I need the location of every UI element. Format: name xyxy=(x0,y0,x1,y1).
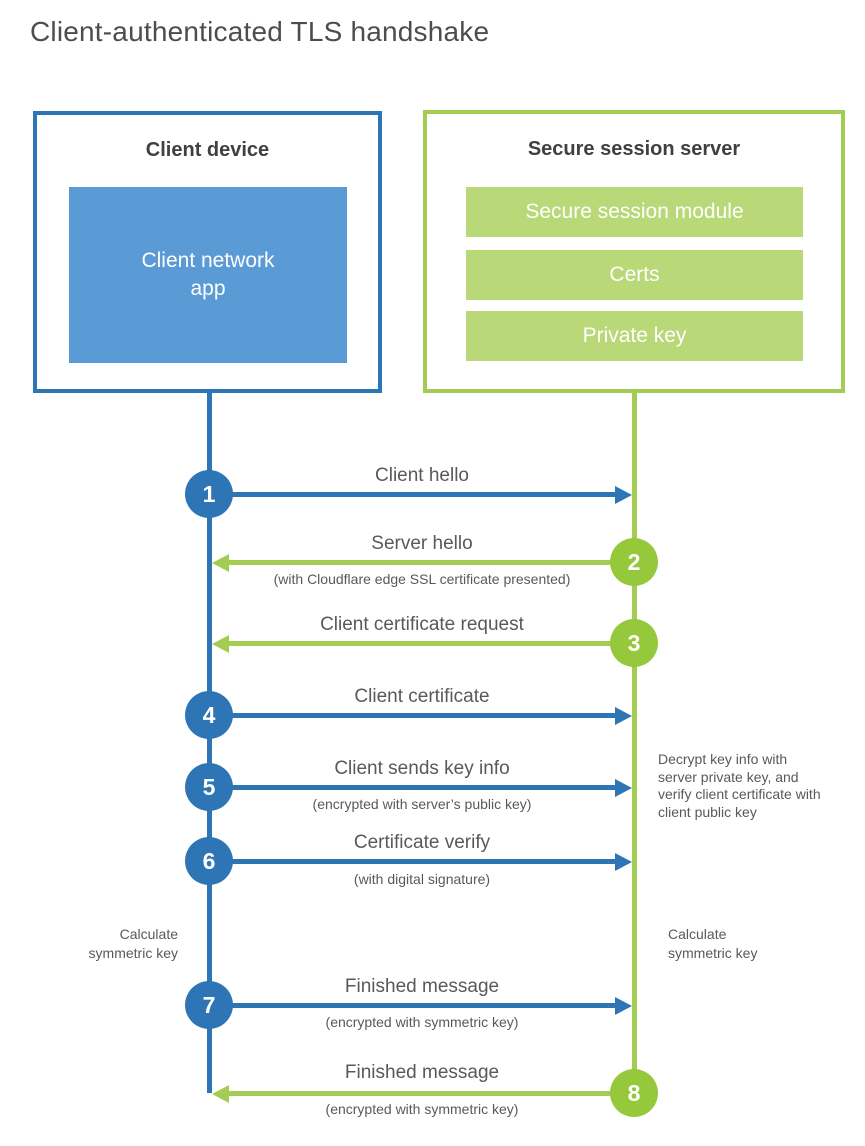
secure-session-server-box: Secure session server Secure session mod… xyxy=(423,110,845,393)
step-2-sublabel: (with Cloudflare edge SSL certificate pr… xyxy=(273,571,571,587)
step-8-label: Finished message xyxy=(344,1062,500,1083)
step-7-sublabel: (encrypted with symmetric key) xyxy=(325,1014,519,1030)
step-2-arrow xyxy=(229,560,634,565)
client-lifeline xyxy=(207,393,212,1093)
server-module-bar-private-key: Private key xyxy=(466,311,803,361)
step-5-arrow xyxy=(209,785,615,790)
step-8-circle: 8 xyxy=(610,1069,658,1117)
step-1-label: Client hello xyxy=(375,465,469,486)
step-1-circle: 1 xyxy=(185,470,233,518)
step-6-sublabel: (with digital signature) xyxy=(353,871,491,887)
step-7-circle: 7 xyxy=(185,981,233,1029)
step-2-label: Server hello xyxy=(371,533,473,554)
step-4-label: Client certificate xyxy=(354,686,490,707)
step-8-sublabel: (encrypted with symmetric key) xyxy=(325,1101,519,1117)
step-7-label: Finished message xyxy=(344,976,500,997)
step-2-circle: 2 xyxy=(610,538,658,586)
note-decrypt-key-info: Decrypt key info with server private key… xyxy=(658,751,821,820)
client-device-box: Client device Client network app xyxy=(33,111,382,393)
step-6-arrow xyxy=(209,859,615,864)
step-3-circle: 3 xyxy=(610,619,658,667)
note-calculate-symmetric-key-client: Calculate symmetric key xyxy=(88,926,178,961)
server-module-bar-certs: Certs xyxy=(466,250,803,300)
step-4-circle: 4 xyxy=(185,691,233,739)
server-lifeline xyxy=(632,393,637,1093)
step-6-circle: 6 xyxy=(185,837,233,885)
step-5-label: Client sends key info xyxy=(334,758,510,779)
step-8-arrow xyxy=(229,1091,634,1096)
client-network-app-box: Client network app xyxy=(69,187,347,363)
step-5-circle: 5 xyxy=(185,763,233,811)
step-1-arrow xyxy=(209,492,615,497)
secure-session-server-title: Secure session server xyxy=(527,138,741,160)
step-6-label: Certificate verify xyxy=(353,832,491,853)
step-3-arrow xyxy=(229,641,634,646)
diagram-title: Client-authenticated TLS handshake xyxy=(30,16,490,47)
client-device-title: Client device xyxy=(145,139,270,161)
server-module-bar-secure-session-module: Secure session module xyxy=(466,187,803,237)
step-7-arrow xyxy=(209,1003,615,1008)
step-3-label: Client certificate request xyxy=(320,614,524,635)
step-5-sublabel: (encrypted with server’s public key) xyxy=(312,796,532,812)
note-calculate-symmetric-key-server: Calculate symmetric key xyxy=(668,926,758,961)
step-4-arrow xyxy=(209,713,615,718)
